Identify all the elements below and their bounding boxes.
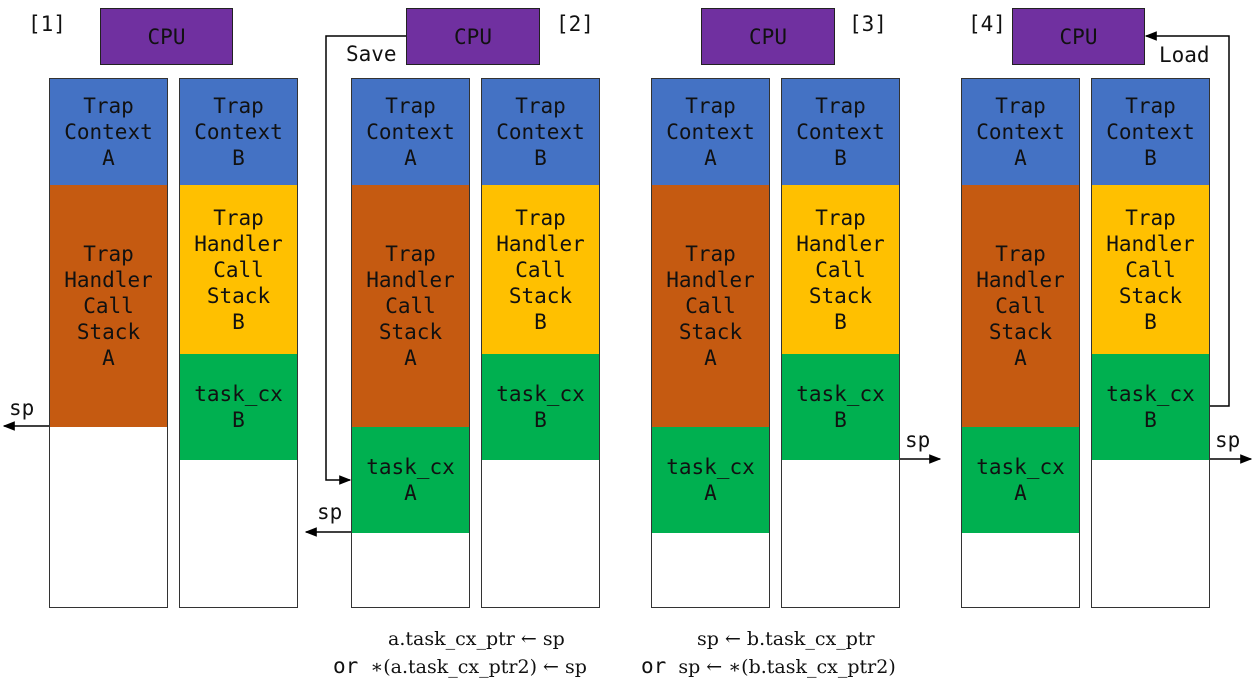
- handler-stack-b: Trap Handler Call Stack B: [782, 185, 899, 354]
- save-formula-line-2-row: or ∗(a.task_cx_ptr2) ← sp: [333, 654, 587, 678]
- load-formula-line-2: sp ← ∗(b.task_cx_ptr2): [678, 656, 896, 678]
- task-cx-b: task_cx B: [1092, 354, 1209, 460]
- task-cx-a: task_cx A: [652, 427, 769, 533]
- trap-context-a: Trap Context A: [50, 79, 167, 185]
- task-cx-b: task_cx B: [782, 354, 899, 460]
- panel-1-number: [1]: [28, 12, 66, 36]
- panel-3-sp-label: sp: [905, 428, 931, 452]
- task-cx-a: task_cx A: [352, 427, 469, 533]
- panel-2-stack-b: Trap Context B Trap Handler Call Stack B…: [481, 78, 600, 608]
- panel-2-stack-a: Trap Context A Trap Handler Call Stack A…: [351, 78, 470, 608]
- panel-3-stack-a: Trap Context A Trap Handler Call Stack A…: [651, 78, 770, 608]
- handler-stack-a: Trap Handler Call Stack A: [652, 185, 769, 427]
- trap-context-b: Trap Context B: [180, 79, 297, 185]
- load-formula-line-1: sp ← b.task_cx_ptr: [697, 628, 875, 650]
- handler-stack-a: Trap Handler Call Stack A: [50, 185, 167, 427]
- trap-context-a: Trap Context A: [352, 79, 469, 185]
- trap-context-b: Trap Context B: [482, 79, 599, 185]
- panel-4-stack-b: Trap Context B Trap Handler Call Stack B…: [1091, 78, 1210, 608]
- task-cx-b: task_cx B: [180, 354, 297, 460]
- panel-1-sp-label: sp: [9, 396, 35, 420]
- panel-4-number: [4]: [968, 12, 1006, 36]
- panel-3-number: [3]: [849, 12, 887, 36]
- save-formula-line-2: ∗(a.task_cx_ptr2) ← sp: [370, 656, 587, 678]
- panel-2-cpu: CPU: [406, 8, 540, 65]
- panel-1-cpu: CPU: [100, 8, 233, 65]
- trap-context-b: Trap Context B: [782, 79, 899, 185]
- panel-4-sp-label: sp: [1215, 428, 1241, 452]
- panel-1-stack-b: Trap Context B Trap Handler Call Stack B…: [179, 78, 298, 608]
- handler-stack-b: Trap Handler Call Stack B: [1092, 185, 1209, 354]
- save-formula-line-1: a.task_cx_ptr ← sp: [388, 628, 565, 650]
- task-cx-a: task_cx A: [962, 427, 1079, 533]
- load-arrow: [1144, 31, 1230, 407]
- panel-3-cpu: CPU: [701, 8, 835, 65]
- save-or-keyword: or: [333, 654, 359, 678]
- trap-context-a: Trap Context A: [652, 79, 769, 185]
- handler-stack-b: Trap Handler Call Stack B: [482, 185, 599, 354]
- panel-1-stack-a: Trap Context A Trap Handler Call Stack A: [49, 78, 168, 608]
- task-cx-b: task_cx B: [482, 354, 599, 460]
- panel-4-stack-a: Trap Context A Trap Handler Call Stack A…: [961, 78, 1080, 608]
- panel-2-number: [2]: [556, 12, 594, 36]
- trap-context-b: Trap Context B: [1092, 79, 1209, 185]
- handler-stack-a: Trap Handler Call Stack A: [352, 185, 469, 427]
- load-formula-line-2-row: or sp ← ∗(b.task_cx_ptr2): [641, 654, 896, 678]
- panel-4-load-label: Load: [1159, 43, 1210, 67]
- handler-stack-a: Trap Handler Call Stack A: [962, 185, 1079, 427]
- load-or-keyword: or: [641, 654, 667, 678]
- panel-2-sp-label: sp: [317, 500, 343, 524]
- panel-3-stack-b: Trap Context B Trap Handler Call Stack B…: [781, 78, 900, 608]
- trap-context-a: Trap Context A: [962, 79, 1079, 185]
- save-arrow: [325, 35, 406, 485]
- panel-4-cpu: CPU: [1012, 8, 1145, 65]
- handler-stack-b: Trap Handler Call Stack B: [180, 185, 297, 354]
- panel-2-save-label: Save: [346, 42, 397, 66]
